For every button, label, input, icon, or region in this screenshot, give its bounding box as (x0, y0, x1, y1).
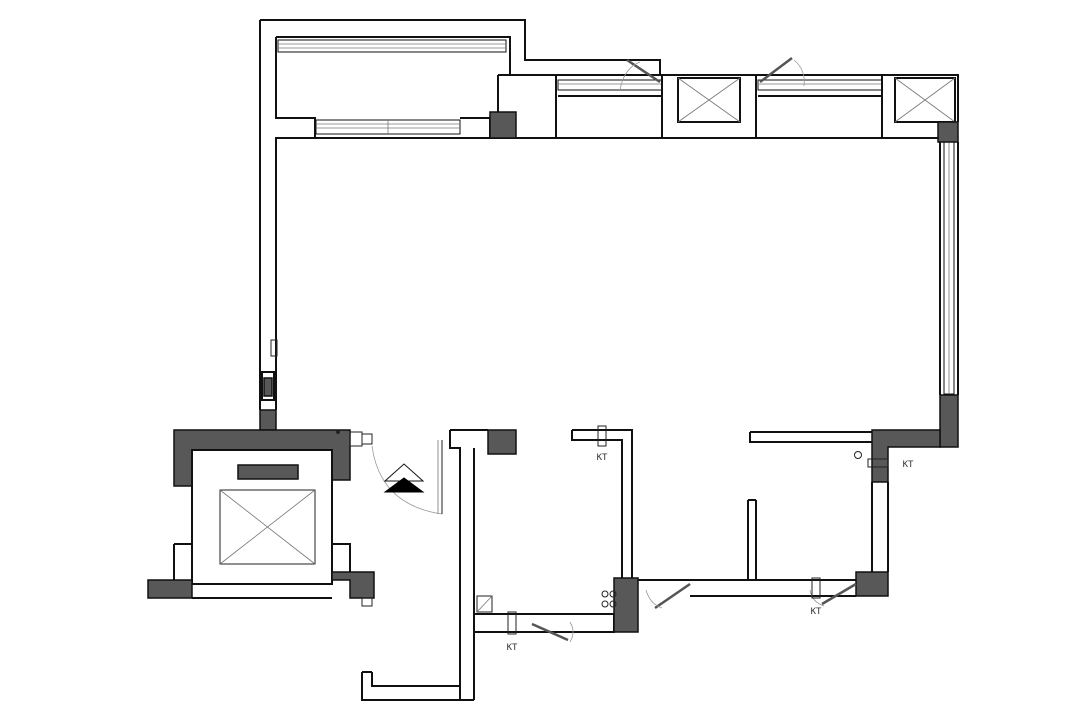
fixtures (336, 430, 862, 613)
structural-columns (259, 111, 959, 633)
pipe-label-b: KT (903, 460, 914, 470)
pipe-label-d: KT (507, 643, 518, 653)
elevator-core (147, 339, 375, 607)
elevator-shaft-icon (219, 489, 316, 565)
entry-door (371, 440, 443, 515)
pipe-label-a: KT (597, 453, 608, 463)
shaft-void-icon (677, 77, 956, 123)
windows-top (277, 39, 883, 138)
pipe-label-c: KT (811, 607, 822, 617)
entry-arrow-icon (383, 463, 425, 493)
door-swing-icon (531, 57, 857, 643)
window-right (943, 141, 955, 395)
pipe-markers: KT KT KT KT (507, 425, 914, 653)
